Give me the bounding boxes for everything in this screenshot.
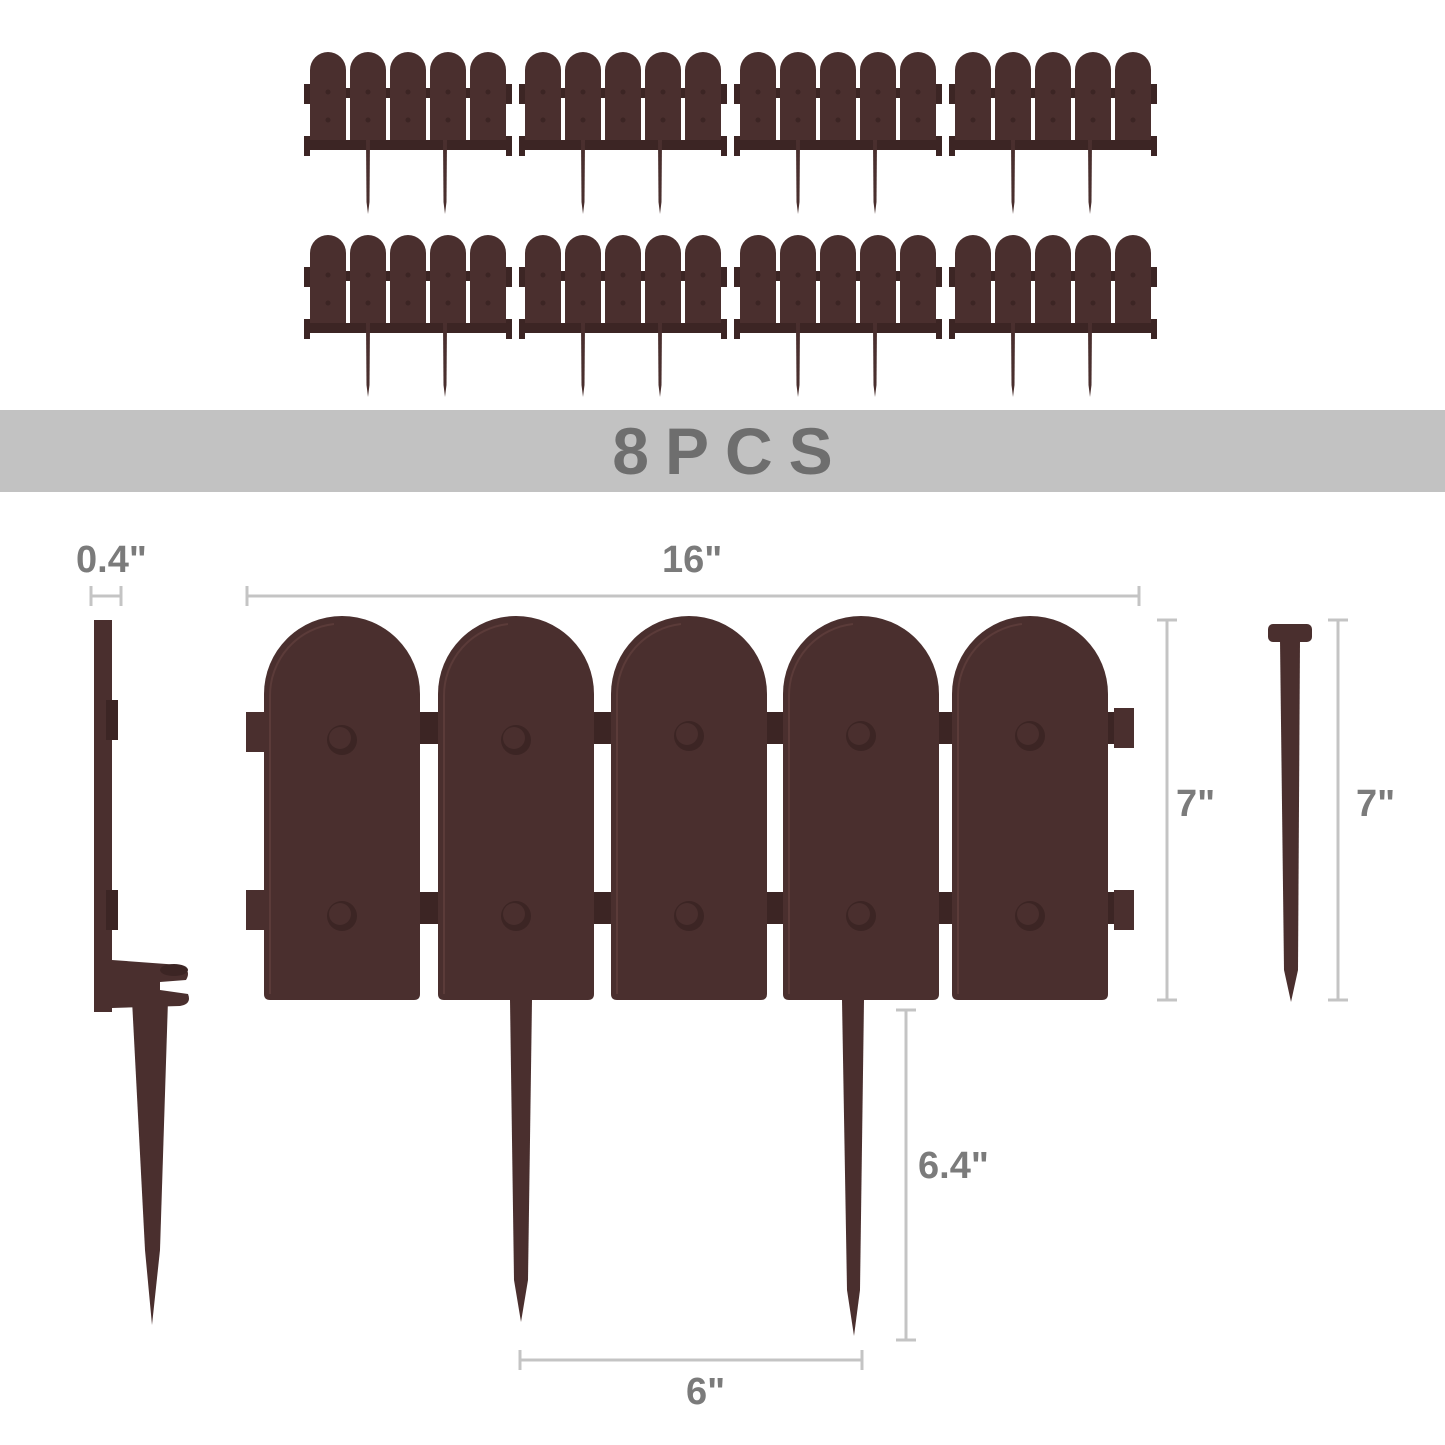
mini-fence-panel bbox=[519, 52, 727, 214]
bolt bbox=[846, 721, 876, 751]
panel-width-label: 16" bbox=[662, 539, 723, 581]
bolt bbox=[846, 901, 876, 931]
mini-fence-panel bbox=[949, 52, 1157, 214]
fence-panel bbox=[246, 615, 1134, 1336]
bolt bbox=[674, 721, 704, 751]
dimension-lines bbox=[89, 586, 1348, 1370]
side-profile bbox=[94, 620, 189, 1325]
panel-grid bbox=[304, 52, 1157, 397]
bolt bbox=[674, 901, 704, 931]
picket bbox=[951, 615, 1109, 1001]
panel-height-label: 7" bbox=[1176, 783, 1216, 825]
thickness-label: 0.4" bbox=[76, 539, 147, 581]
stake-spacing-label: 6" bbox=[686, 1371, 726, 1413]
mini-fence-panel bbox=[519, 235, 727, 397]
mini-fence-panel bbox=[734, 235, 942, 397]
quantity-label: 8PCS bbox=[612, 414, 849, 488]
picket bbox=[782, 615, 940, 1001]
bolt bbox=[501, 725, 531, 755]
mini-fence-panel bbox=[304, 52, 512, 214]
mini-fence-panel bbox=[734, 52, 942, 214]
stake-below-label: 6.4" bbox=[918, 1145, 989, 1187]
bolt bbox=[1015, 721, 1045, 751]
panel-stake bbox=[842, 1000, 864, 1336]
panel-stake bbox=[510, 1000, 532, 1322]
picket bbox=[263, 615, 421, 1001]
bolt bbox=[1015, 901, 1045, 931]
picket bbox=[437, 615, 595, 1001]
mini-fence-panel bbox=[949, 235, 1157, 397]
bolt bbox=[327, 725, 357, 755]
bolt bbox=[327, 901, 357, 931]
stake-length-label: 7" bbox=[1356, 783, 1396, 825]
mini-fence-panel bbox=[304, 235, 512, 397]
picket bbox=[610, 615, 768, 1001]
quantity-banner bbox=[0, 410, 1445, 492]
stake bbox=[1268, 624, 1312, 1002]
bolt bbox=[501, 901, 531, 931]
